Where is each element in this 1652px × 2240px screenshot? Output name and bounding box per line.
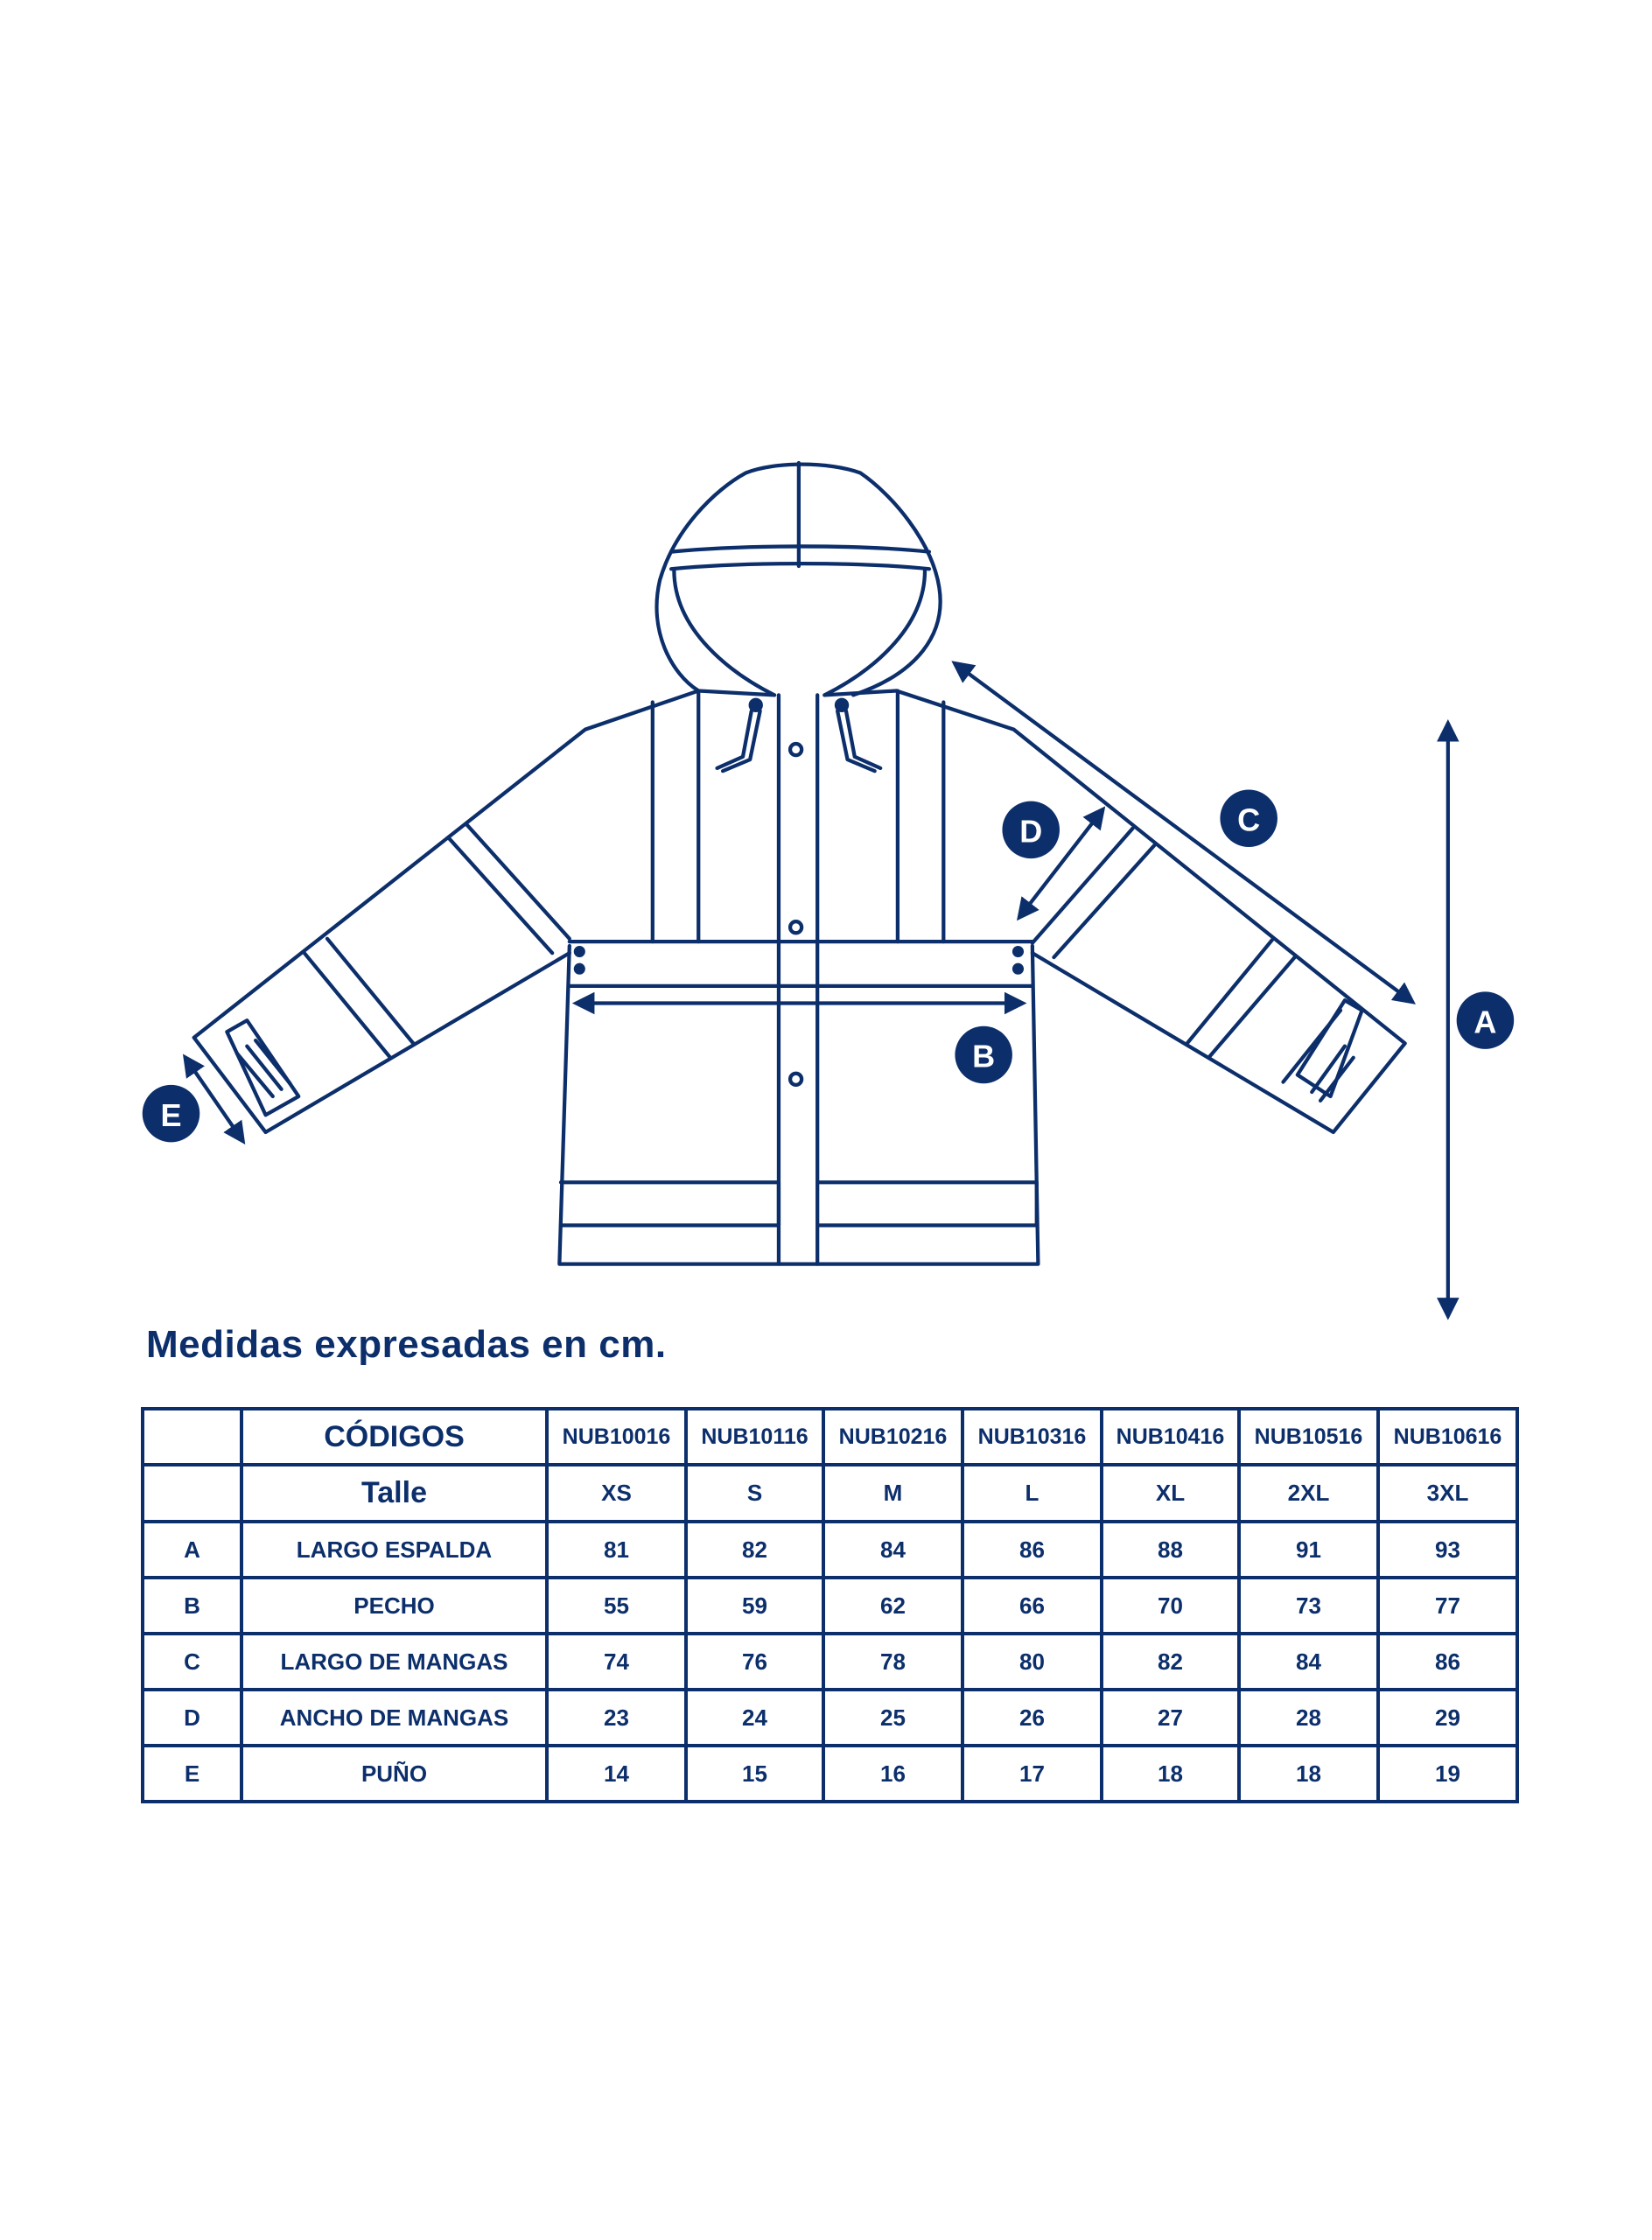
value-cell: 73 — [1237, 1576, 1380, 1635]
value-cell: 17 — [961, 1744, 1103, 1803]
value-cell: 70 — [1100, 1576, 1241, 1635]
value-cell: 84 — [822, 1520, 964, 1579]
value-cell: 77 — [1376, 1576, 1519, 1635]
arrow-c — [951, 661, 1416, 1004]
label-c-badge: C — [1220, 789, 1278, 847]
value-cell: 91 — [1237, 1520, 1380, 1579]
measure-name: LARGO ESPALDA — [240, 1520, 549, 1579]
size-cell: XS — [545, 1463, 688, 1523]
value-cell: 19 — [1376, 1744, 1519, 1803]
label-c: C — [1237, 802, 1260, 837]
codes-row: CÓDIGOS NUB10016 NUB10116 NUB10216 NUB10… — [141, 1407, 1519, 1466]
label-e-badge: E — [142, 1084, 200, 1143]
sizes-row: Talle XS S M L XL 2XL 3XL — [141, 1463, 1519, 1523]
measure-key: E — [141, 1744, 243, 1803]
measure-key: A — [141, 1520, 243, 1579]
value-cell: 66 — [961, 1576, 1103, 1635]
measure-key: D — [141, 1688, 243, 1747]
empty-cell — [141, 1407, 243, 1466]
value-cell: 86 — [1376, 1632, 1519, 1691]
value-cell: 18 — [1100, 1744, 1241, 1803]
value-cell: 25 — [822, 1688, 964, 1747]
size-cell: S — [684, 1463, 825, 1523]
code-cell: NUB10516 — [1237, 1407, 1380, 1466]
code-cell: NUB10016 — [545, 1407, 688, 1466]
label-a-badge: A — [1456, 991, 1515, 1049]
value-cell: 16 — [822, 1744, 964, 1803]
measure-key: B — [141, 1576, 243, 1635]
size-cell: 3XL — [1376, 1463, 1519, 1523]
code-cell: NUB10316 — [961, 1407, 1103, 1466]
measure-name: LARGO DE MANGAS — [240, 1632, 549, 1691]
code-cell: NUB10216 — [822, 1407, 964, 1466]
value-cell: 59 — [684, 1576, 825, 1635]
measure-key: C — [141, 1632, 243, 1691]
value-cell: 15 — [684, 1744, 825, 1803]
value-cell: 76 — [684, 1632, 825, 1691]
value-cell: 82 — [684, 1520, 825, 1579]
value-cell: 24 — [684, 1688, 825, 1747]
value-cell: 18 — [1237, 1744, 1380, 1803]
arrow-d — [1016, 806, 1106, 921]
label-b-badge: B — [955, 1026, 1012, 1084]
code-cell: NUB10416 — [1100, 1407, 1241, 1466]
label-b: B — [972, 1039, 995, 1074]
value-cell: 84 — [1237, 1632, 1380, 1691]
size-cell: L — [961, 1463, 1103, 1523]
value-cell: 23 — [545, 1688, 688, 1747]
code-cell: NUB10116 — [684, 1407, 825, 1466]
value-cell: 26 — [961, 1688, 1103, 1747]
size-cell: XL — [1100, 1463, 1241, 1523]
value-cell: 55 — [545, 1576, 688, 1635]
arrow-e — [182, 1054, 246, 1144]
value-cell: 14 — [545, 1744, 688, 1803]
codes-header: CÓDIGOS — [240, 1407, 549, 1466]
size-header: Talle — [240, 1463, 549, 1523]
label-d: D — [1019, 813, 1042, 849]
value-cell: 88 — [1100, 1520, 1241, 1579]
empty-cell — [141, 1463, 243, 1523]
value-cell: 29 — [1376, 1688, 1519, 1747]
size-cell: 2XL — [1237, 1463, 1380, 1523]
size-cell: M — [822, 1463, 964, 1523]
value-cell: 81 — [545, 1520, 688, 1579]
value-cell: 27 — [1100, 1688, 1241, 1747]
value-cell: 86 — [961, 1520, 1103, 1579]
value-cell: 80 — [961, 1632, 1103, 1691]
measure-name: ANCHO DE MANGAS — [240, 1688, 549, 1747]
label-e: E — [160, 1097, 181, 1133]
value-cell: 74 — [545, 1632, 688, 1691]
value-cell: 93 — [1376, 1520, 1519, 1579]
code-cell: NUB10616 — [1376, 1407, 1519, 1466]
size-table: CÓDIGOS NUB10016 NUB10116 NUB10216 NUB10… — [141, 1407, 1519, 1803]
value-cell: 78 — [822, 1632, 964, 1691]
measure-name: PUÑO — [240, 1744, 549, 1803]
value-cell: 62 — [822, 1576, 964, 1635]
value-cell: 82 — [1100, 1632, 1241, 1691]
measure-name: PECHO — [240, 1576, 549, 1635]
label-d-badge: D — [1002, 801, 1060, 859]
label-a: A — [1474, 1004, 1496, 1040]
units-title: Medidas expresadas en cm. — [146, 1323, 667, 1366]
value-cell: 28 — [1237, 1688, 1380, 1747]
